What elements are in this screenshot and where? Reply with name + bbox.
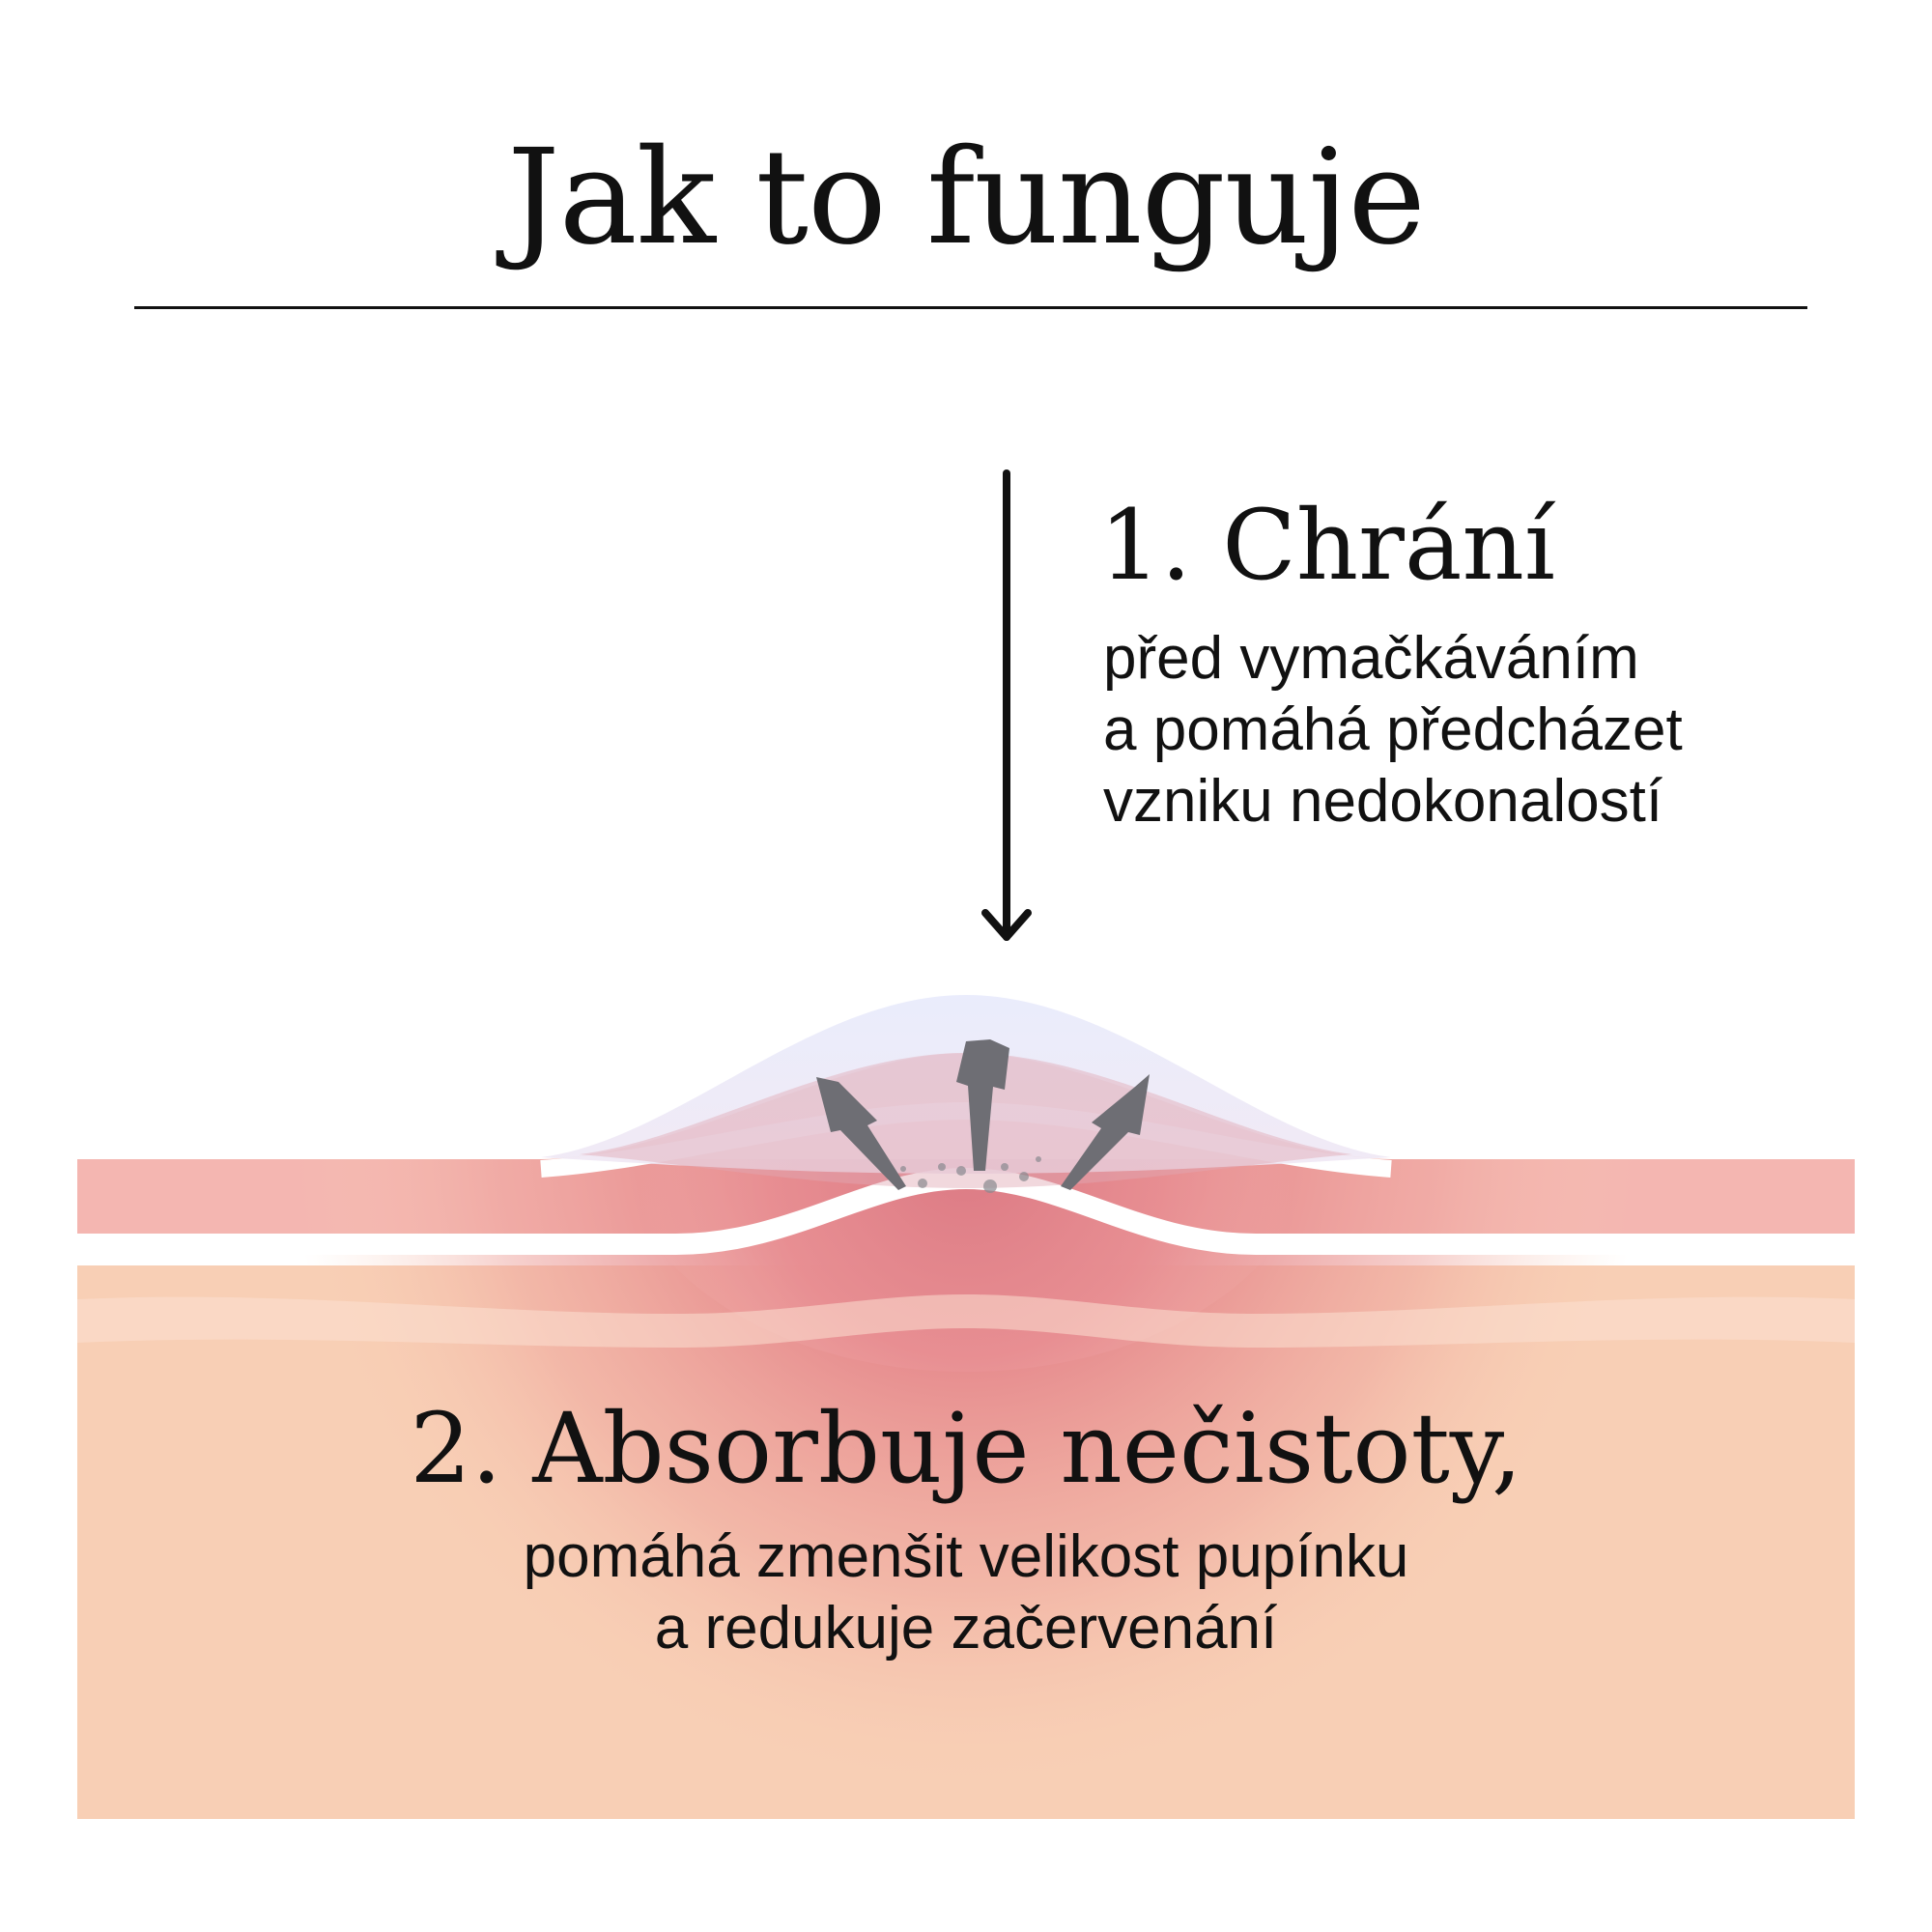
skin-divider-line bbox=[77, 1167, 1855, 1255]
step2-description: pomáhá zmenšit velikost pupínku a reduku… bbox=[0, 1521, 1932, 1664]
down-arrow-icon bbox=[981, 469, 1032, 941]
step1-line: vzniku nedokonalostí bbox=[1103, 768, 1663, 835]
outward-arrow-icon bbox=[816, 1039, 1150, 1190]
subdermal-wave bbox=[77, 1294, 1855, 1348]
page-title: Jak to funguje bbox=[507, 122, 1426, 274]
step1-description: před vymačkáváním a pomáhá předcházet vz… bbox=[1103, 623, 1683, 838]
step1-line: a pomáhá předcházet bbox=[1103, 696, 1683, 763]
step2-heading: 2. Absorbuje nečistoty, bbox=[410, 1392, 1522, 1505]
step2-line: a redukuje začervenání bbox=[654, 1595, 1278, 1662]
title-divider bbox=[134, 306, 1807, 309]
step2-line: pomáhá zmenšit velikost pupínku bbox=[523, 1523, 1409, 1590]
step1-line: před vymačkáváním bbox=[1103, 625, 1639, 692]
step1-heading: 1. Chrání bbox=[1099, 489, 1555, 602]
